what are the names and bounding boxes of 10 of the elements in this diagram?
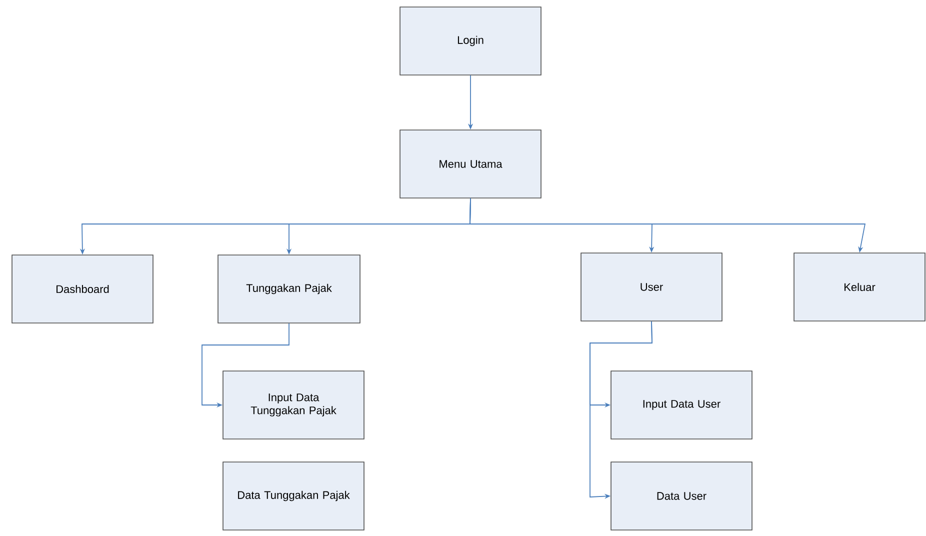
process-box: Tunggakan Pajak — [218, 254, 360, 324]
process-box: Input Data Tunggakan Pajak — [222, 370, 364, 440]
process-box: Menu Utama — [400, 130, 542, 198]
process-box: Login — [400, 6, 542, 76]
process-box: User — [580, 252, 722, 322]
process-box: Data User — [610, 462, 752, 530]
process-box: Input Data User — [610, 370, 752, 440]
process-box: Keluar — [794, 252, 926, 322]
process-box: Dashboard — [12, 254, 154, 324]
process-box: Data Tunggakan Pajak — [222, 462, 364, 530]
